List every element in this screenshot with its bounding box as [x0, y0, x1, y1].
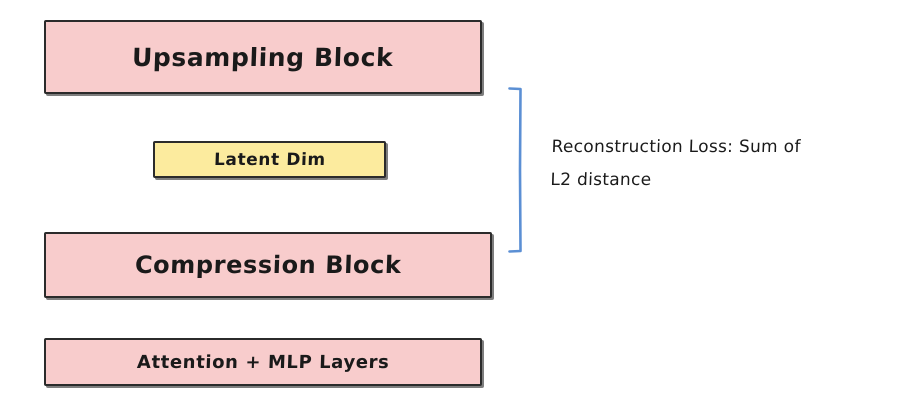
annotation-line-2: L2 distance — [550, 170, 652, 190]
bracket-path — [508, 87, 522, 253]
block-upsampling[interactable]: Upsampling Block — [44, 20, 482, 94]
block-latent-dim-label: Latent Dim — [213, 149, 326, 170]
block-latent-dim[interactable]: Latent Dim — [153, 141, 386, 178]
right-bracket-icon — [508, 86, 526, 254]
right-bracket-svg — [508, 87, 522, 253]
annotation-reconstruction-loss: Reconstruction Loss: Sum of L2 distance — [550, 131, 892, 197]
block-compression[interactable]: Compression Block — [44, 232, 492, 298]
block-attention-mlp[interactable]: Attention + MLP Layers — [44, 338, 482, 386]
block-attention-mlp-label: Attention + MLP Layers — [136, 351, 390, 373]
annotation-line-1: Reconstruction Loss: Sum of — [551, 137, 802, 157]
block-upsampling-label: Upsampling Block — [131, 42, 395, 72]
block-compression-label: Compression Block — [134, 251, 402, 279]
